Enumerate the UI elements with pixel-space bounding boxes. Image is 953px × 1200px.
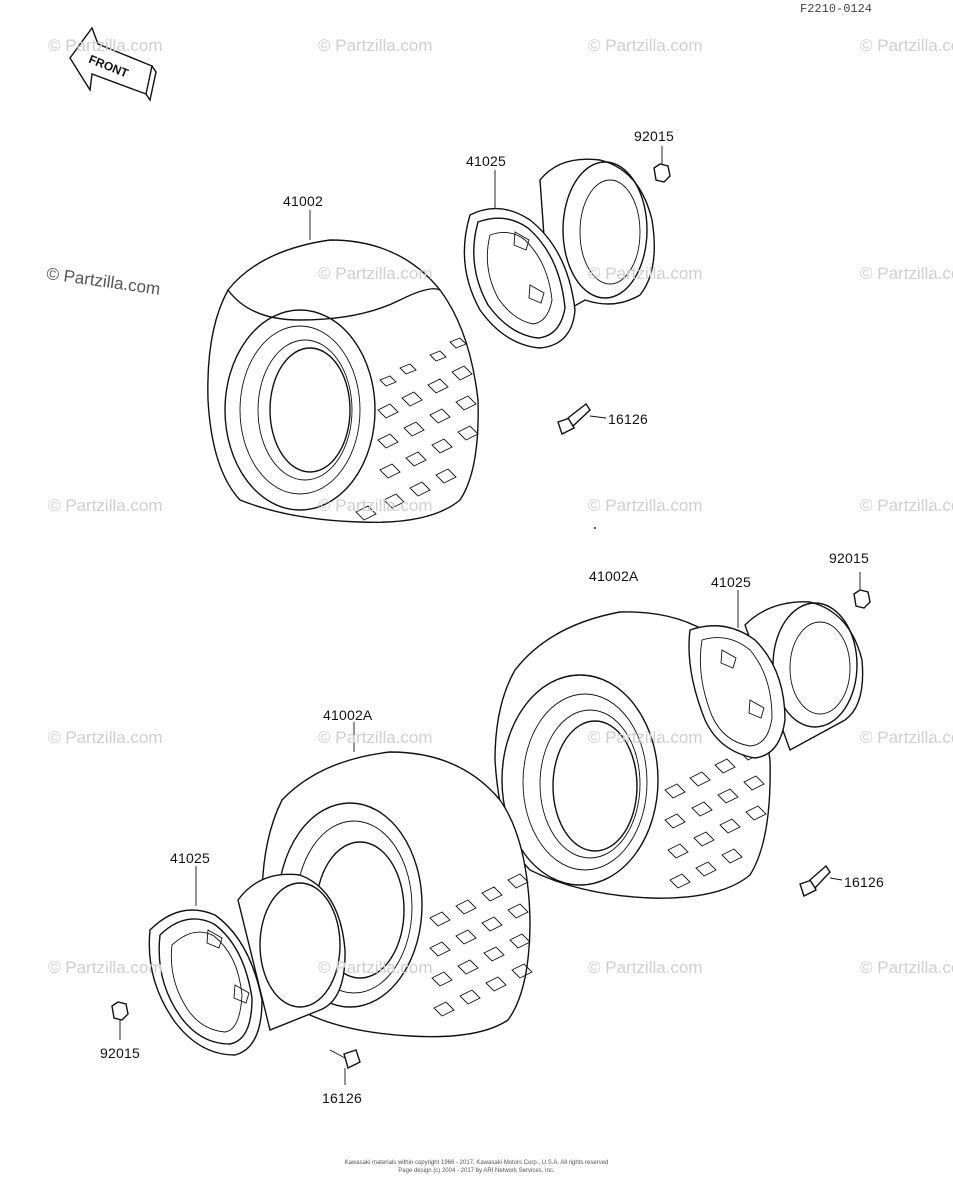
part-label-valve-top[interactable]: 16126 xyxy=(608,411,648,427)
tire-top xyxy=(207,210,479,524)
watermark: © Partzilla.com xyxy=(48,958,163,977)
part-label-valve-mid-right[interactable]: 16126 xyxy=(844,874,884,890)
watermark: © Partzilla.com xyxy=(588,36,703,55)
watermark: © Partzilla.com xyxy=(318,496,433,515)
watermark: © Partzilla.com xyxy=(588,728,703,747)
watermark: © Partzilla.com xyxy=(860,264,953,283)
watermark: © Partzilla.com xyxy=(318,958,433,977)
watermark: © Partzilla.com xyxy=(860,496,953,515)
part-label-rim-top[interactable]: 41025 xyxy=(466,153,506,169)
part-label-nut-top[interactable]: 92015 xyxy=(634,128,674,144)
watermark: © Partzilla.com xyxy=(588,496,703,515)
part-label-tire-bottom-left[interactable]: 41002A xyxy=(323,707,373,723)
drawing-code: F2210-0124 xyxy=(800,2,873,16)
watermark: © Partzilla.com xyxy=(48,728,163,747)
part-label-nut-mid-right[interactable]: 92015 xyxy=(829,550,869,566)
nut-top-icon xyxy=(653,146,671,183)
nut-bottom-left-icon xyxy=(111,1001,129,1040)
watermark: © Partzilla.com xyxy=(860,36,953,55)
watermark: © Partzilla.com xyxy=(860,958,953,977)
part-label-nut-bottom-left[interactable]: 92015 xyxy=(100,1045,140,1061)
watermark: © Partzilla.com xyxy=(860,728,953,747)
valve-top-icon xyxy=(557,402,607,435)
watermark: © Partzilla.com xyxy=(48,496,163,515)
rim-top xyxy=(463,158,655,349)
watermark: © Partzilla.com xyxy=(318,36,433,55)
valve-bottom-left-icon xyxy=(329,1049,361,1085)
part-label-tire-top[interactable]: 41002 xyxy=(283,193,323,209)
watermark: © Partzilla.com xyxy=(318,264,433,283)
rim-bottom-left xyxy=(148,866,346,1056)
watermark: © Partzilla.com xyxy=(588,264,703,283)
copyright-line-1: Kawasaki materials within copyright 1966… xyxy=(344,1160,609,1166)
valve-mid-right-icon xyxy=(799,864,843,897)
rim-mid-right xyxy=(688,590,864,759)
front-arrow-icon xyxy=(69,26,157,102)
part-label-valve-bottom-left[interactable]: 16126 xyxy=(322,1090,362,1106)
part-label-rim-mid-right[interactable]: 41025 xyxy=(711,574,751,590)
copyright-line-2: Page design (c) 2004 - 2017 by ARI Netwo… xyxy=(398,1168,555,1174)
nut-mid-right-icon xyxy=(853,572,871,609)
part-label-rim-bottom-left[interactable]: 41025 xyxy=(170,850,210,866)
watermark: © Partzilla.com xyxy=(318,728,433,747)
part-label-tire-mid-right[interactable]: 41002A xyxy=(589,568,639,584)
watermark: © Partzilla.com xyxy=(48,36,163,55)
watermark: © Partzilla.com xyxy=(588,958,703,977)
